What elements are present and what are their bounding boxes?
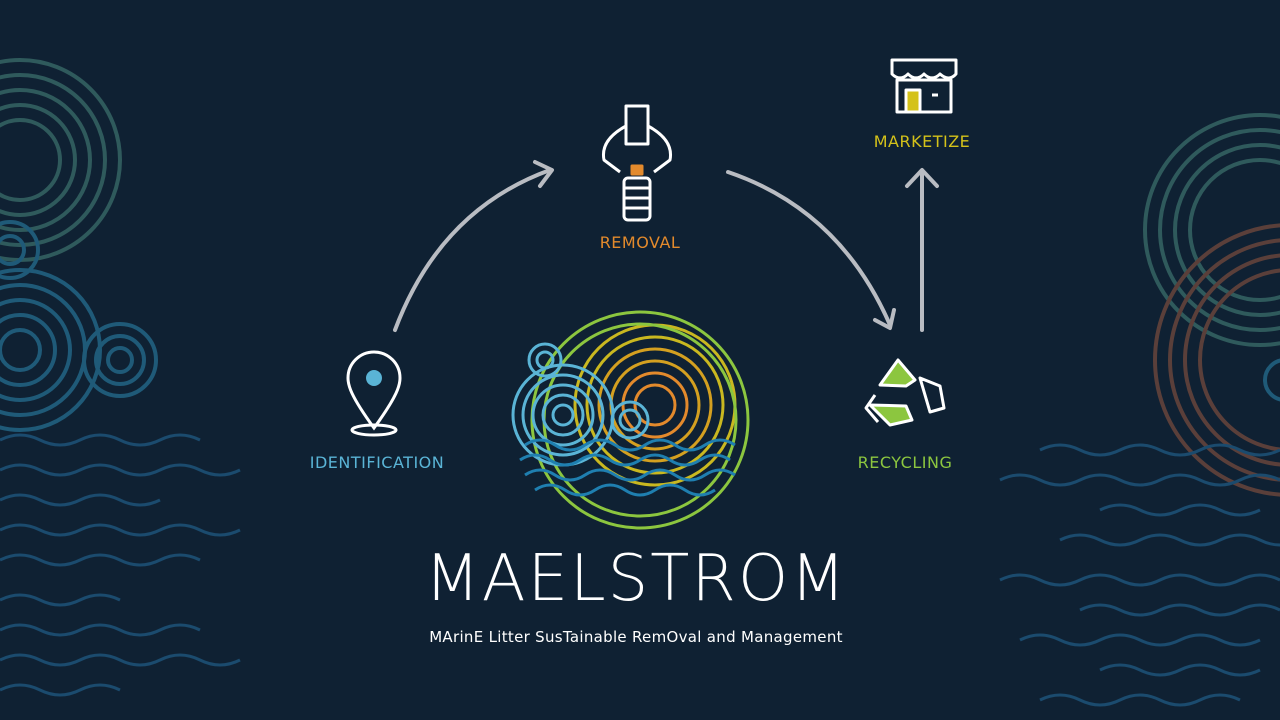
arrow-identification-to-removal [393,168,552,332]
step-label-recycling: RECYCLING [857,453,953,472]
project-title: MAELSTROM [424,542,848,616]
step-label-removal: REMOVAL [599,233,681,252]
decorative-arcs-left [0,58,122,262]
arrowhead-recycling [873,308,896,330]
decorative-arcs-right [1143,113,1280,497]
step-label-identification: IDENTIFICATION [309,453,445,472]
maelstrom-logo-icon [511,310,750,530]
arrow-removal-to-recycling [726,170,892,327]
decorative-waves-right [999,443,1280,707]
claw-bottle-icon [601,104,673,222]
flow-arrows [393,160,939,332]
shop-icon [890,58,958,114]
map-pin-icon [346,350,402,437]
arrowhead-marketize [905,168,939,188]
recycle-icon [864,358,946,427]
decorative-waves-left [0,433,241,697]
decorative-spirals-left [0,220,158,432]
project-subtitle: MArinE Litter SusTainable RemOval and Ma… [429,628,843,646]
step-label-marketize: MARKETIZE [873,132,971,151]
arrowhead-removal [533,160,554,188]
